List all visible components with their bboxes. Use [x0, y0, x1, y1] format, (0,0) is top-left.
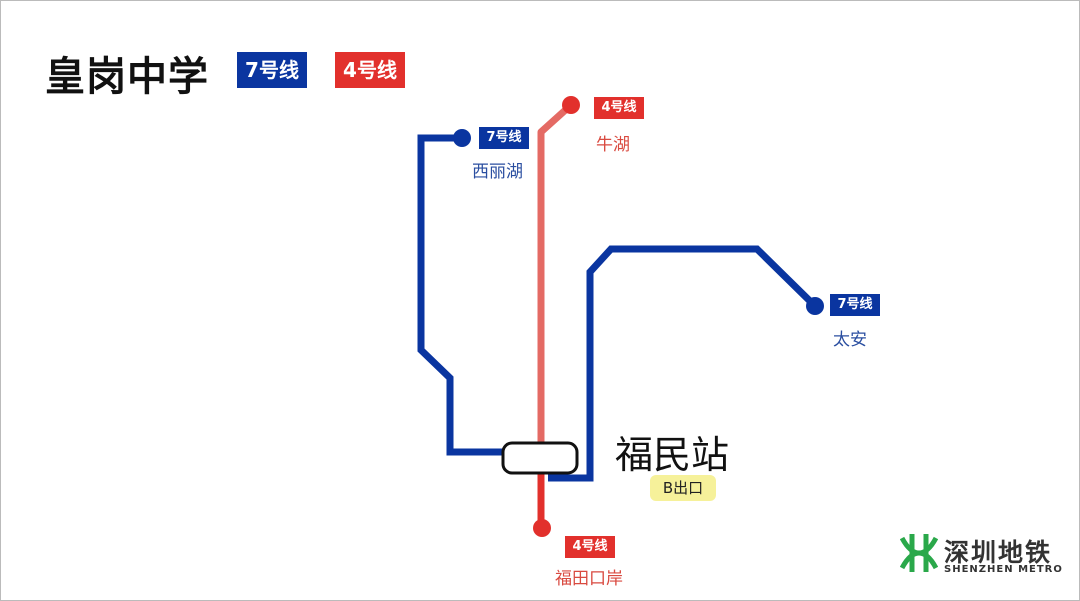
- station-dot-niuhu: [562, 96, 580, 114]
- legend-line7-badge: 7号线: [237, 52, 307, 88]
- exit-badge: B出口: [650, 475, 716, 501]
- page-title: 皇岗中学: [45, 54, 209, 100]
- station-xilihu: 西丽湖: [472, 162, 523, 182]
- niuhu-line-badge: 4号线: [594, 97, 644, 119]
- main-station-name: 福民站: [615, 433, 730, 477]
- station-dot-taian: [806, 297, 824, 315]
- station-dot-futiankouan: [533, 519, 551, 537]
- station-taian: 太安: [833, 330, 867, 350]
- taian-line-badge: 7号线: [830, 294, 880, 316]
- station-dot-xilihu: [453, 129, 471, 147]
- shenzhen-metro-logo-icon: [900, 534, 938, 572]
- line7-east: [548, 245, 818, 482]
- legend-line4-badge: 4号线: [335, 52, 405, 88]
- logo-text-en: SHENZHEN METRO: [944, 564, 1063, 575]
- logo-text-cn: 深圳地铁: [944, 538, 1053, 567]
- station-niuhu: 牛湖: [596, 135, 630, 155]
- fumin-station-box: [501, 441, 579, 475]
- futiankouan-line-badge: 4号线: [565, 536, 615, 558]
- line7-west: [417, 134, 505, 456]
- line4-upper: [537, 102, 574, 445]
- xilihu-line-badge: 7号线: [479, 127, 529, 149]
- station-futiankouan: 福田口岸: [555, 569, 623, 589]
